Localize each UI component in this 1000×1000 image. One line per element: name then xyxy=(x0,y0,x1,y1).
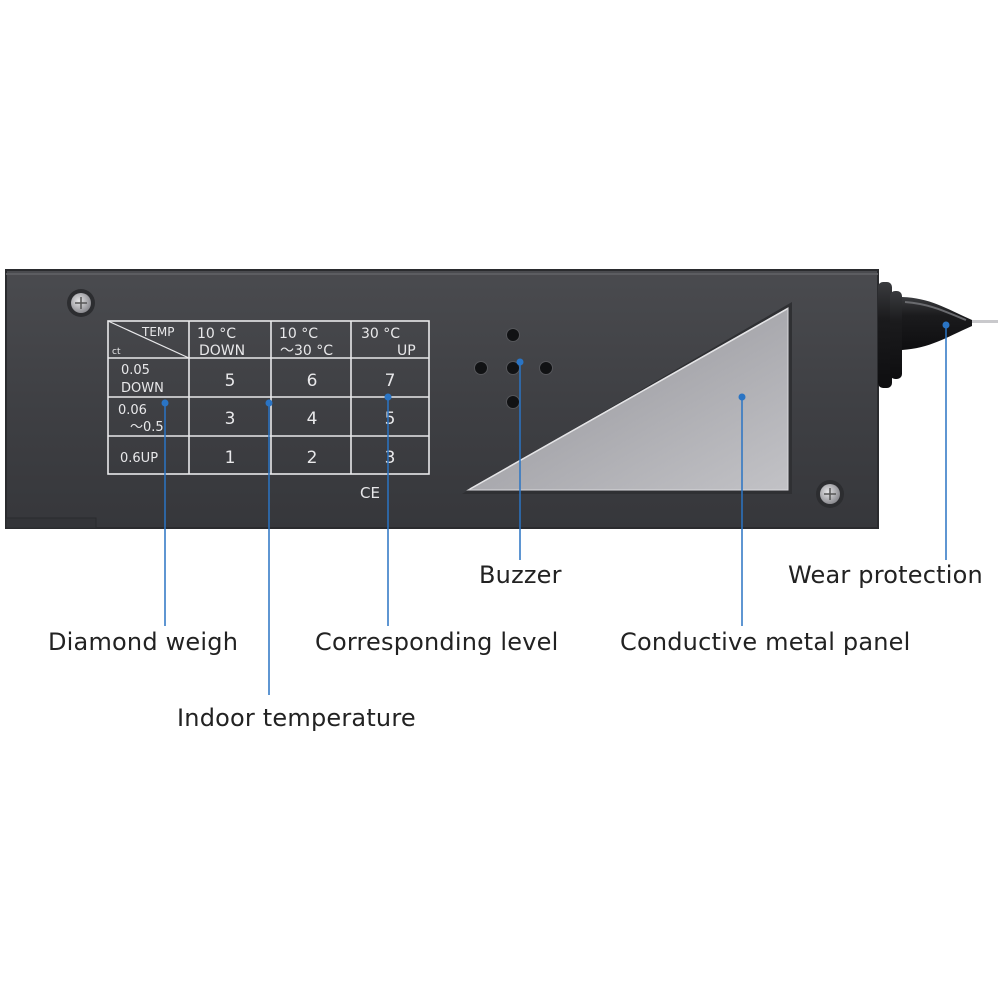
table-cell: 3 xyxy=(225,409,236,429)
table-row-1-label-line1: 0.05 xyxy=(121,363,150,378)
table-cell: 7 xyxy=(385,371,396,391)
table-cell: 4 xyxy=(307,409,318,429)
table-row-1-label-line2: DOWN xyxy=(121,381,164,396)
callout-wear-protection: Wear protection xyxy=(788,561,983,589)
table-corner-ct: ct xyxy=(112,347,121,357)
screw-top-left xyxy=(67,289,95,317)
conductive-metal-panel xyxy=(462,302,792,494)
table-cell: 5 xyxy=(385,409,396,429)
table-header-2-line1: 10 °C xyxy=(279,326,318,342)
callout-indoor-temperature: Indoor temperature xyxy=(177,704,416,732)
leader-lines xyxy=(164,325,947,695)
reference-table-text: TEMP ct 10 °C DOWN 10 °C ～30 °C 30 °C UP… xyxy=(112,325,416,502)
table-cell: 2 xyxy=(307,448,318,468)
table-cell: 1 xyxy=(225,448,236,468)
table-cell: 3 xyxy=(385,448,396,468)
callout-conductive-metal-panel: Conductive metal panel xyxy=(620,628,911,656)
table-header-2-line2: ～30 °C xyxy=(280,343,333,359)
table-header-1-line1: 10 °C xyxy=(197,326,236,342)
table-header-3-line2: UP xyxy=(397,343,416,359)
table-row-3-label-line1: 0.6UP xyxy=(120,451,158,466)
callout-corresponding-level: Corresponding level xyxy=(315,628,559,656)
table-cell: 5 xyxy=(225,371,236,391)
table-corner-temp: TEMP xyxy=(141,325,175,339)
screw-bottom-right xyxy=(816,480,844,508)
leader-dots xyxy=(161,321,950,407)
table-cell: 6 xyxy=(307,371,318,391)
ce-mark: CE xyxy=(360,484,380,502)
buzzer-holes xyxy=(474,328,553,409)
callout-buzzer: Buzzer xyxy=(479,561,562,589)
table-row-2-label-line2: ～0.5 xyxy=(130,420,164,435)
table-header-1-line2: DOWN xyxy=(199,343,245,359)
probe-tip xyxy=(878,282,998,388)
callout-diamond-weigh: Diamond weigh xyxy=(48,628,239,656)
table-row-2-label-line1: 0.06 xyxy=(118,403,147,418)
table-header-3-line1: 30 °C xyxy=(361,326,400,342)
